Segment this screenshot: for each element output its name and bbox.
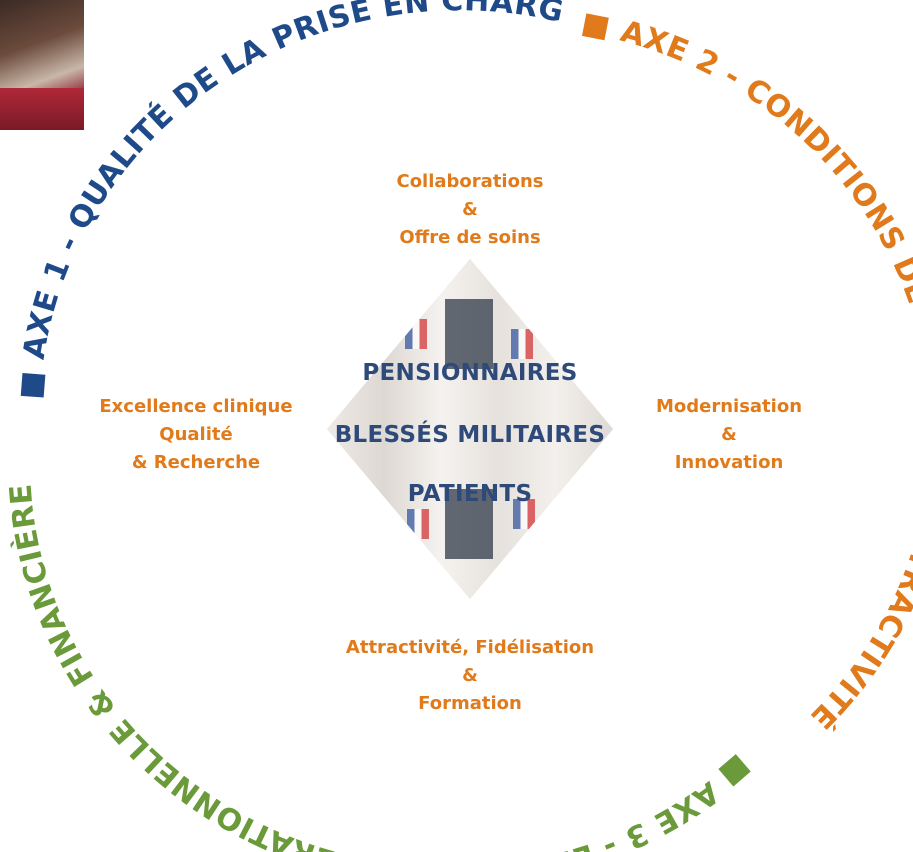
topic-right-line-3: Innovation <box>674 452 784 473</box>
topic-right-line-2: & <box>721 424 737 445</box>
topic-bottom-line-3: Formation <box>418 693 522 714</box>
topic-bottom-line-2: & <box>462 665 478 686</box>
topic-top-line-3: Offre de soins <box>399 227 541 248</box>
photo-desk <box>0 88 84 130</box>
topic-left-line-1: Excellence clinique <box>99 396 293 417</box>
institution-plaque <box>445 299 493 369</box>
topic-bottom-line-1: Attractivité, Fidélisation <box>345 637 595 658</box>
topic-left-line-3: & Recherche <box>131 452 261 473</box>
flag-icon <box>513 499 535 529</box>
topic-left-line-2: Qualité <box>159 424 233 445</box>
corner-photo <box>0 0 84 130</box>
center-label-blesses-militaires: BLESSÉS MILITAIRES <box>334 422 606 448</box>
topic-top-line-2: & <box>462 199 478 220</box>
institution-plaque-reflection <box>445 489 493 559</box>
topic-right: Modernisation & Innovation <box>614 393 844 477</box>
topic-top: Collaborations & Offre de soins <box>350 168 590 252</box>
topic-right-line-1: Modernisation <box>655 396 803 417</box>
flag-icon <box>511 329 533 359</box>
center-label-pensionnaires: PENSIONNAIRES <box>362 360 578 386</box>
topic-left: Excellence clinique Qualité & Recherche <box>76 393 316 477</box>
topic-top-line-1: Collaborations <box>396 171 544 192</box>
center-label-patients: PATIENTS <box>407 481 533 507</box>
topic-bottom: Attractivité, Fidélisation & Formation <box>320 634 620 718</box>
